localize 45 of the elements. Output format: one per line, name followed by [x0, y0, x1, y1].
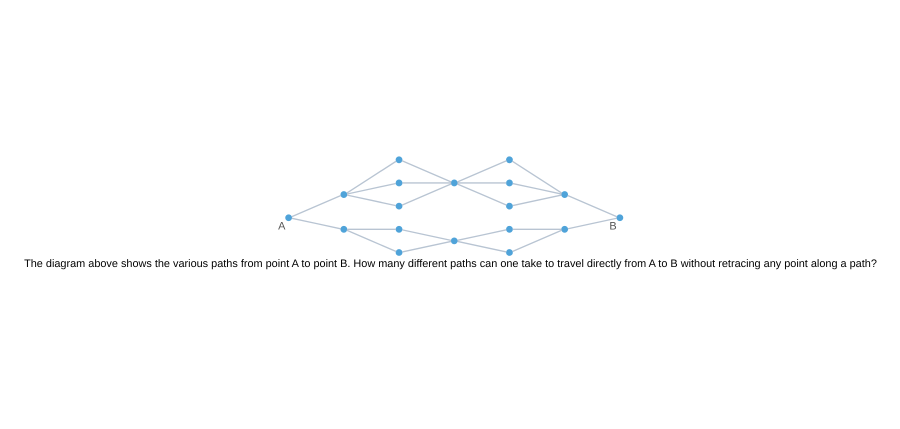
connector	[402, 182, 451, 184]
connector	[567, 217, 616, 229]
connector	[346, 160, 396, 194]
node-label: A	[278, 220, 285, 232]
connector	[401, 160, 452, 182]
node-circle	[616, 214, 623, 221]
node-circle	[450, 179, 458, 186]
node-circle	[506, 202, 512, 210]
node-circle	[506, 248, 512, 256]
connector	[456, 160, 506, 182]
connector	[291, 217, 340, 229]
node-circle	[284, 214, 292, 221]
connector	[346, 182, 396, 194]
connector	[456, 228, 506, 240]
connector	[512, 160, 562, 194]
connector	[346, 228, 396, 230]
node-circle	[395, 156, 402, 163]
connector	[456, 182, 506, 206]
connector	[402, 228, 451, 241]
node-circle	[506, 156, 512, 163]
connector	[457, 182, 506, 184]
connector	[402, 240, 451, 252]
node-circle	[395, 179, 402, 186]
node-circle	[340, 190, 347, 198]
node-circle	[560, 190, 568, 198]
caption: The diagram above shows the various paths from point A to point B. How many different paths can one take to travel directly from A to B without retracing any point along a path?	[24, 258, 876, 270]
connector	[512, 229, 562, 252]
node-circle	[340, 225, 347, 232]
connector	[346, 229, 396, 252]
node-circle	[560, 225, 568, 232]
node-circle	[395, 225, 402, 232]
connector	[566, 194, 617, 217]
connector	[512, 228, 562, 230]
node-label: B	[608, 220, 616, 232]
connector	[456, 240, 506, 252]
node-circle	[395, 248, 402, 256]
node-circle	[506, 225, 512, 232]
connector	[512, 182, 562, 194]
node-circle	[450, 237, 458, 244]
node-circle	[395, 202, 402, 210]
node-circle	[506, 179, 512, 186]
connector	[512, 194, 562, 206]
connector	[401, 182, 452, 206]
connector	[290, 194, 341, 217]
connector	[346, 194, 396, 206]
